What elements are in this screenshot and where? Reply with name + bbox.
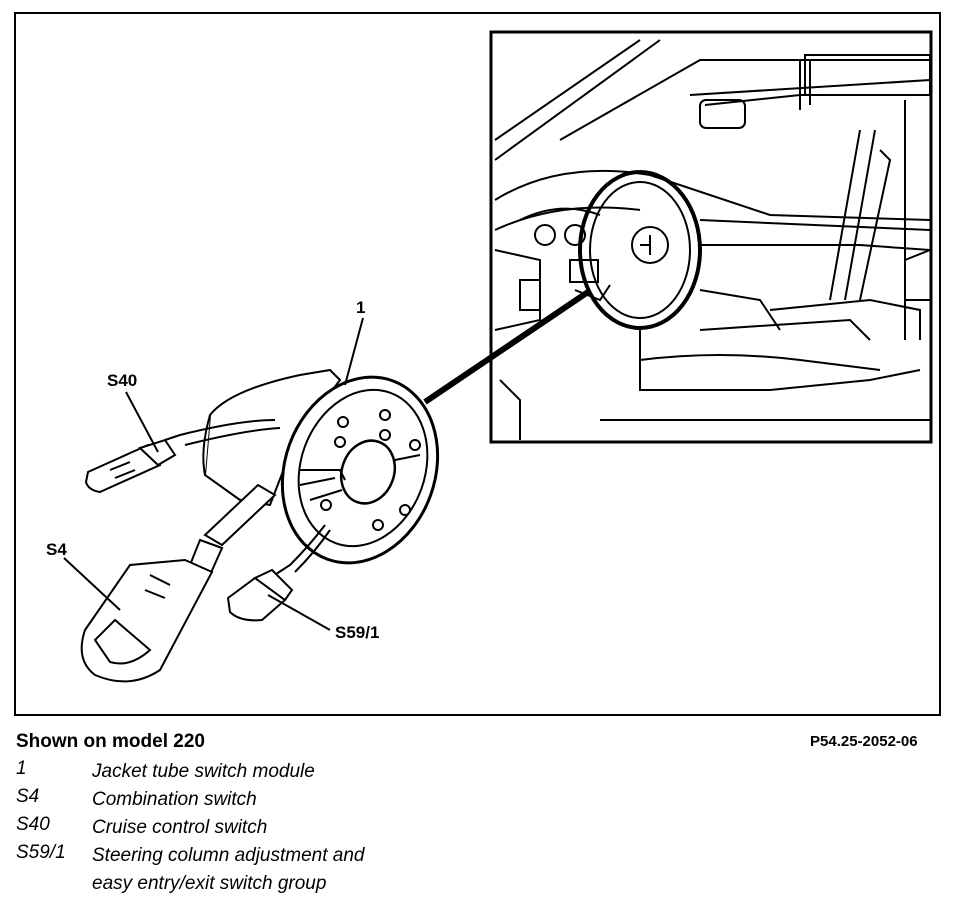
caption-title: Shown on model 220 <box>16 731 205 752</box>
reference-code: P54.25-2052-06 <box>810 733 918 750</box>
legend-desc: Combination switch <box>92 789 257 810</box>
legend-desc: Cruise control switch <box>92 817 268 838</box>
legend-desc: Jacket tube switch module <box>92 761 315 782</box>
cruise-control-switch <box>84 419 281 494</box>
callout-s59-1: S59/1 <box>335 623 379 642</box>
jacket-tube-switch-module <box>202 368 440 565</box>
legend-desc: easy entry/exit switch group <box>92 873 327 894</box>
leader-to-inset <box>423 289 590 405</box>
callout-1: 1 <box>356 298 365 317</box>
legend-key: S59/1 <box>16 842 66 863</box>
switch-module-diagram: 1 S40 S4 S59/1 <box>14 12 941 716</box>
outer-frame <box>14 12 941 716</box>
car-interior-inset <box>489 30 933 444</box>
callout-lines <box>63 317 364 631</box>
callout-s4: S4 <box>46 540 67 559</box>
callout-s40: S40 <box>107 371 137 390</box>
legend-key: S4 <box>16 786 40 807</box>
combination-switch <box>80 483 277 683</box>
steering-adjustment-switch <box>226 524 331 622</box>
legend-key: 1 <box>16 758 27 779</box>
legend-key: S40 <box>16 814 50 835</box>
legend-desc: Steering column adjustment and <box>92 845 365 866</box>
